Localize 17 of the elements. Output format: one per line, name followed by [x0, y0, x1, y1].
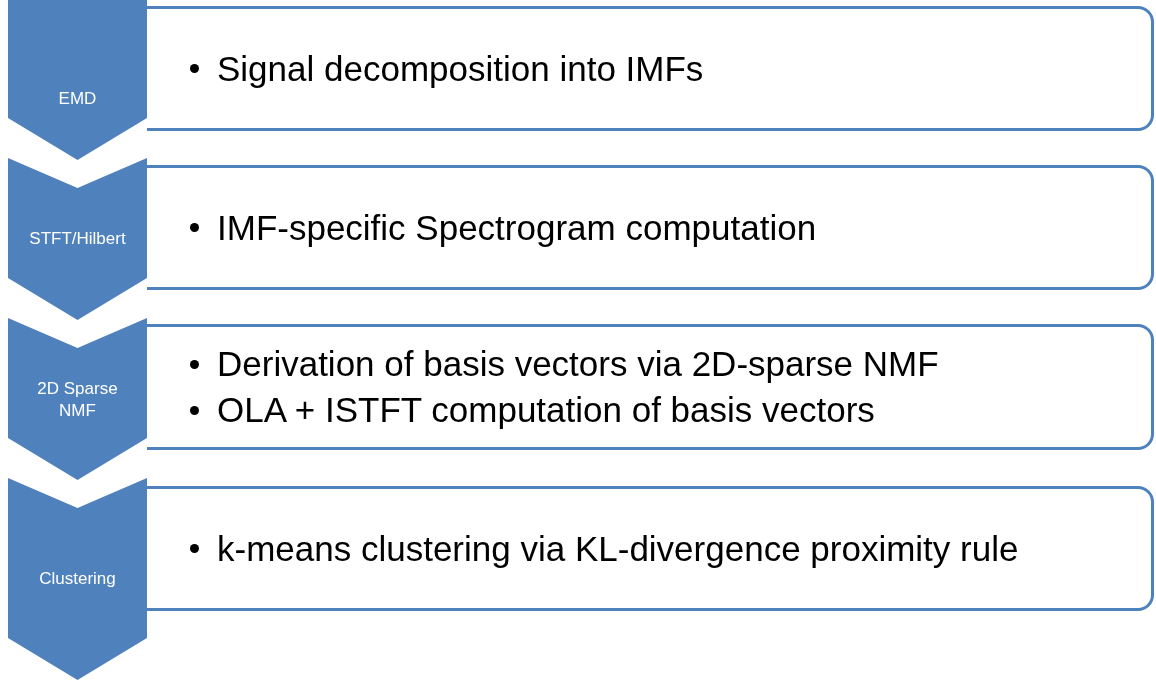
chevron-step	[8, 158, 147, 320]
bullet-text: OLA + ISTFT computation of basis vectors	[217, 389, 875, 431]
text-panel	[147, 6, 1154, 131]
step-label: Clustering	[38, 568, 117, 590]
chevron-step	[8, 478, 147, 680]
chevron-step	[8, 318, 147, 480]
text-panel	[147, 165, 1154, 290]
text-panel	[147, 486, 1154, 611]
chevron-step	[8, 0, 147, 160]
text-panel	[147, 324, 1154, 450]
bullet-text: k-means clustering via KL-divergence proximity rule	[217, 527, 1019, 570]
step-label: EMD	[57, 88, 98, 110]
bullet-text: IMF-specific Spectrogram computation	[217, 206, 817, 249]
step-label: 2D Sparse NMF	[36, 378, 119, 422]
bullet-text: Signal decomposition into IMFs	[217, 47, 704, 90]
step-label: STFT/Hilbert	[28, 228, 127, 250]
bullet-text: Derivation of basis vectors via 2D-sparse NMF	[217, 343, 939, 385]
